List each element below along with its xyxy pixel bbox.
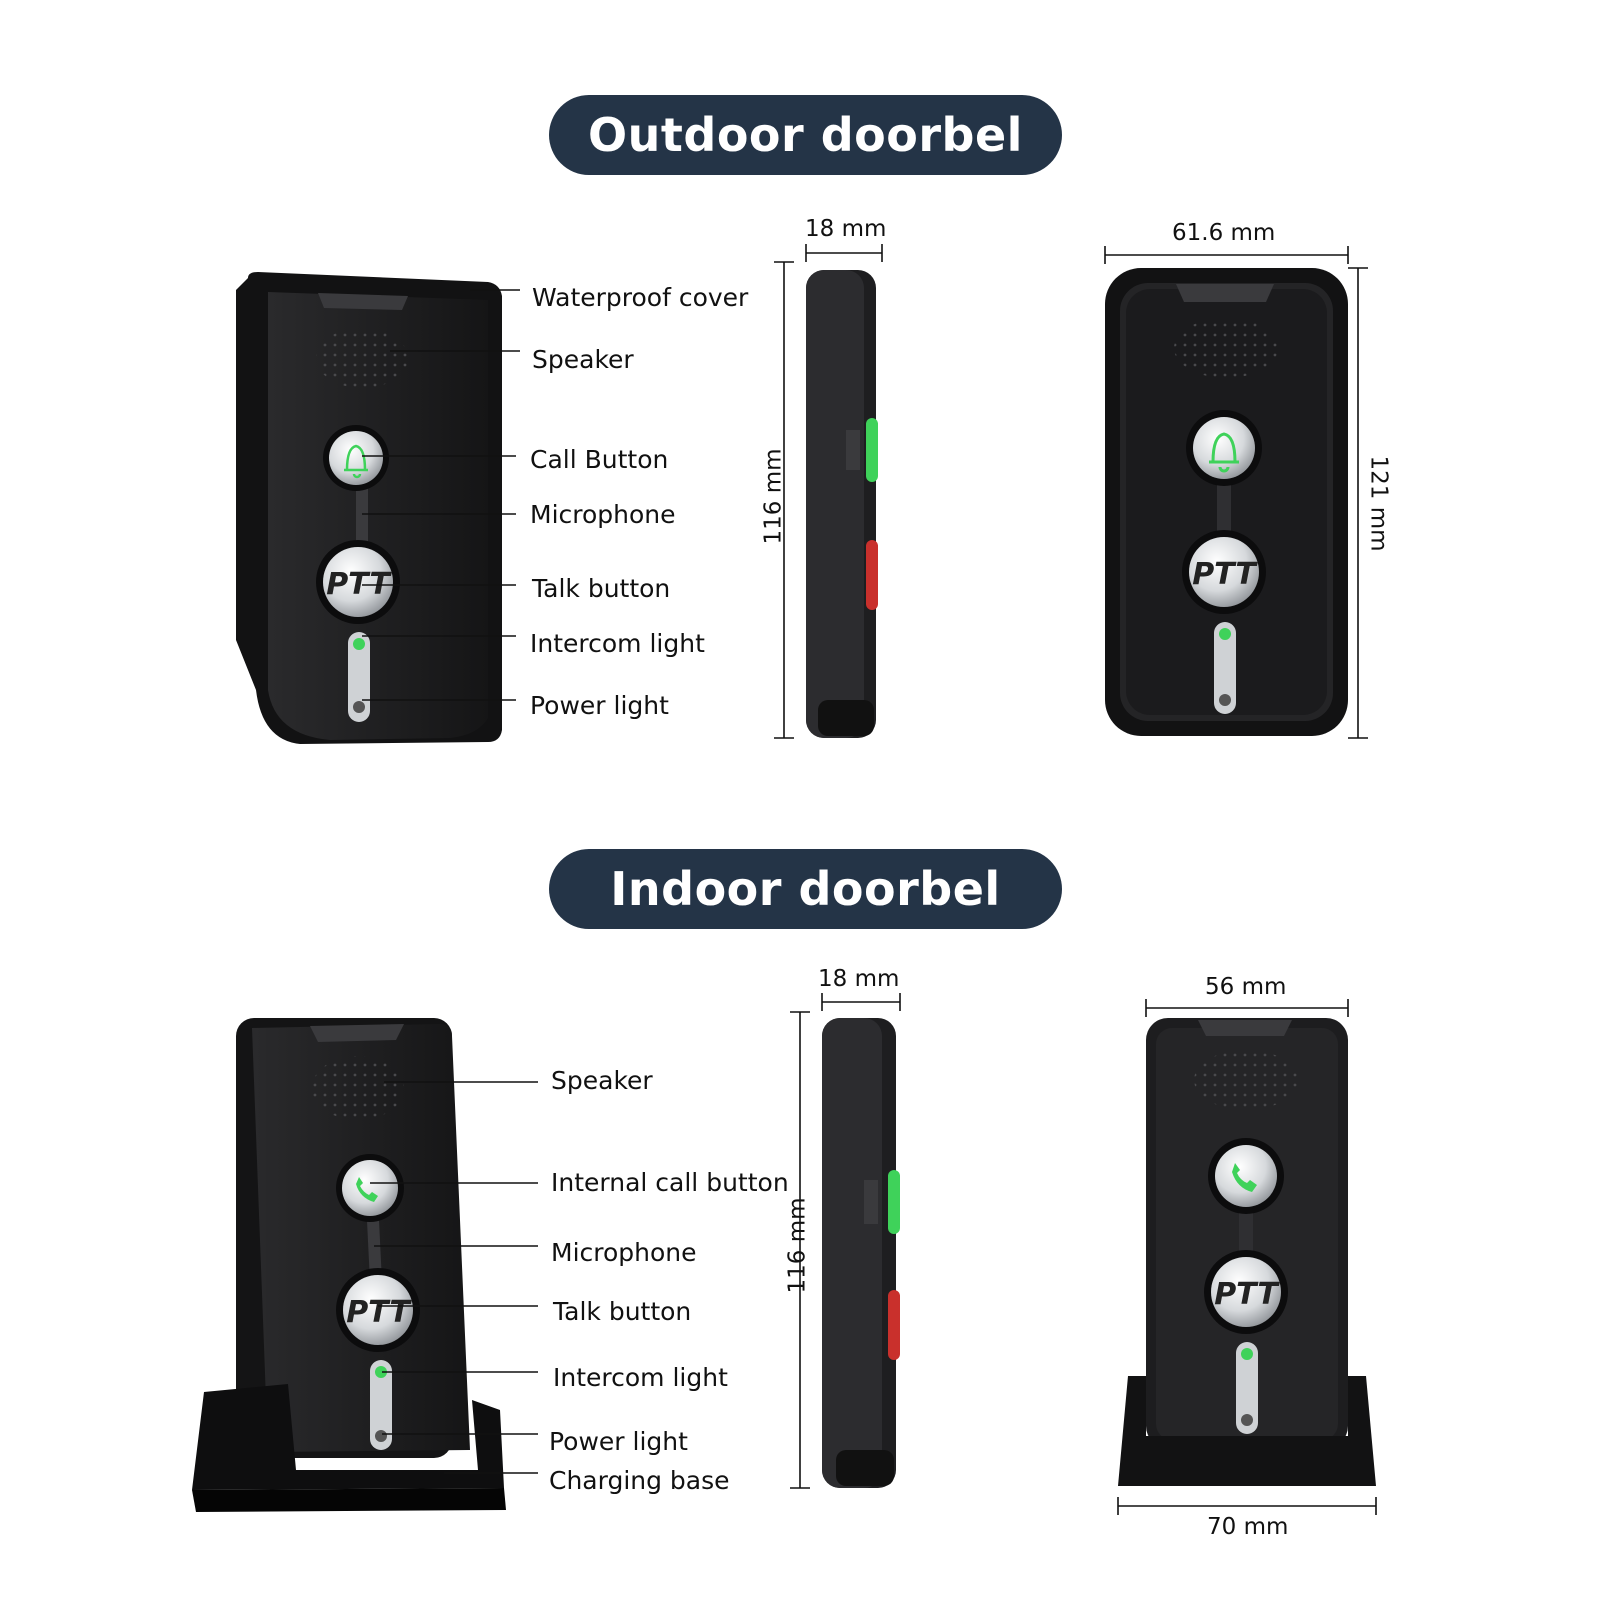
- outdoor-device-angled: PTT: [236, 272, 502, 744]
- dim-indoor-base-width: 70 mm: [1207, 1514, 1289, 1540]
- label-microphone-indoor: Microphone: [551, 1238, 697, 1267]
- indoor-device-front: PTT: [1146, 1018, 1348, 1448]
- indoor-charging-base-angled: [192, 1384, 506, 1512]
- dim-outdoor-front-height: 121 mm: [1365, 455, 1392, 552]
- label-intercom-light-indoor: Intercom light: [553, 1363, 728, 1392]
- dim-outdoor-side-height: 116 mm: [760, 448, 787, 545]
- label-talk-button-indoor: Talk button: [553, 1297, 692, 1326]
- outdoor-device-side: [806, 270, 878, 738]
- label-waterproof-cover: Waterproof cover: [532, 283, 749, 312]
- outdoor-front-ptt-text: PTT: [1192, 557, 1258, 592]
- indoor-device-angled: PTT: [236, 1018, 470, 1458]
- label-intercom-light-outdoor: Intercom light: [530, 629, 705, 658]
- label-talk-button-outdoor: Talk button: [532, 574, 671, 603]
- indoor-device-side: [822, 1018, 900, 1488]
- indoor-dimension-lines: [790, 993, 1377, 1515]
- label-power-light-outdoor: Power light: [530, 691, 669, 720]
- label-charging-base: Charging base: [549, 1466, 730, 1495]
- label-power-light-indoor: Power light: [549, 1427, 688, 1456]
- indoor-leader-lines: [370, 1081, 538, 1474]
- label-microphone-outdoor: Microphone: [530, 500, 676, 529]
- dim-indoor-thickness: 18 mm: [818, 966, 900, 992]
- label-internal-call-button: Internal call button: [551, 1168, 789, 1197]
- dim-outdoor-front-width: 61.6 mm: [1172, 220, 1276, 246]
- label-speaker-outdoor: Speaker: [532, 345, 634, 374]
- label-call-button: Call Button: [530, 445, 669, 474]
- indoor-ptt-text: PTT: [346, 1295, 412, 1330]
- outdoor-dimension-lines: [774, 244, 1368, 739]
- dim-indoor-front-width: 56 mm: [1205, 974, 1287, 1000]
- outdoor-title: Outdoor doorbel: [549, 95, 1062, 175]
- label-speaker-indoor: Speaker: [551, 1066, 653, 1095]
- dim-outdoor-thickness: 18 mm: [805, 216, 887, 242]
- indoor-charging-base-front: [1118, 1376, 1376, 1486]
- outdoor-leader-lines: [362, 289, 520, 701]
- dim-indoor-side-height: 116 mm: [784, 1197, 811, 1294]
- indoor-title: Indoor doorbel: [549, 849, 1062, 929]
- indoor-front-ptt-text: PTT: [1214, 1277, 1280, 1312]
- outdoor-device-front: PTT: [1105, 268, 1348, 736]
